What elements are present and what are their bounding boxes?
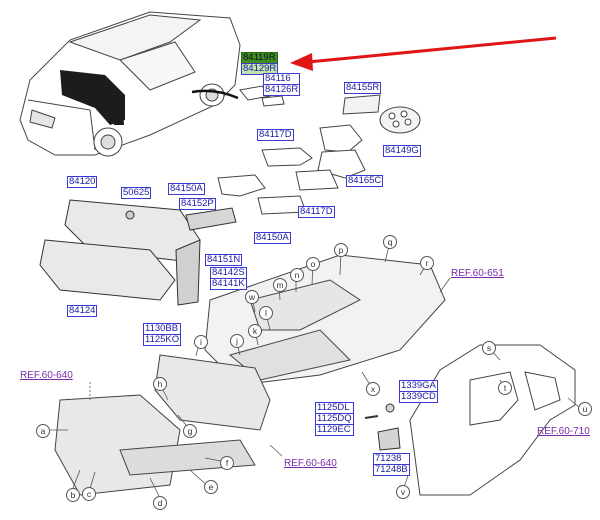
part-label-84150a-left[interactable]: 84150A <box>168 183 205 195</box>
callout-q[interactable]: q <box>383 235 397 249</box>
callout-d[interactable]: d <box>153 496 167 510</box>
part-label-1125dq[interactable]: 1125DQ <box>315 413 354 424</box>
ref-link-60-651[interactable]: REF.60-651 <box>451 268 504 279</box>
callout-w[interactable]: w <box>245 290 259 304</box>
label-group-84142s: 84142S 84141K <box>210 267 247 290</box>
callout-v[interactable]: v <box>396 485 410 499</box>
callout-a[interactable]: a <box>36 424 50 438</box>
side-body-panel <box>409 344 576 496</box>
part-label-50625[interactable]: 50625 <box>121 187 152 199</box>
callout-g[interactable]: g <box>183 424 197 438</box>
callout-u[interactable]: u <box>578 402 592 416</box>
part-label-1339cd[interactable]: 1339CD <box>399 391 438 403</box>
label-group-1339ga: 1339GA 1339CD <box>399 380 438 403</box>
part-label-84151n[interactable]: 84151N <box>205 254 243 266</box>
ref-link-60-640-left[interactable]: REF.60-640 <box>20 370 73 381</box>
callout-t[interactable]: t <box>498 381 512 395</box>
callout-f[interactable]: f <box>220 456 234 470</box>
part-label-84129r[interactable]: 84129R <box>241 63 279 75</box>
part-label-84117d-bottom[interactable]: 84117D <box>298 206 335 218</box>
part-label-84155r[interactable]: 84155R <box>344 82 382 94</box>
part-label-84124[interactable]: 84124 <box>67 305 98 317</box>
callout-l[interactable]: l <box>259 306 273 320</box>
callout-j[interactable]: j <box>230 334 244 348</box>
part-label-84116[interactable]: 84116 <box>263 73 301 84</box>
callout-r[interactable]: r <box>420 256 434 270</box>
part-label-84120[interactable]: 84120 <box>67 176 98 188</box>
part-label-84165c[interactable]: 84165C <box>346 175 384 187</box>
part-label-84142s[interactable]: 84142S <box>210 267 247 278</box>
floor-pads <box>217 124 366 215</box>
lower-pads <box>54 354 271 496</box>
part-label-1339ga[interactable]: 1339GA <box>399 380 438 391</box>
part-label-84152p[interactable]: 84152P <box>179 198 216 210</box>
callout-s[interactable]: s <box>482 341 496 355</box>
part-label-84149g[interactable]: 84149G <box>383 145 421 157</box>
part-label-84119r[interactable]: 84119R <box>241 52 279 63</box>
part-label-84126r[interactable]: 84126R <box>263 84 301 96</box>
callout-x[interactable]: x <box>366 382 380 396</box>
part-label-1125ko[interactable]: 1125KO <box>143 334 182 346</box>
label-group-1125dl: 1125DL 1125DQ 1129EC <box>315 402 354 436</box>
part-label-1130bb[interactable]: 1130BB <box>143 323 182 334</box>
callout-i[interactable]: i <box>194 335 208 349</box>
callout-o[interactable]: o <box>306 257 320 271</box>
bracket-71238 <box>364 403 401 451</box>
ref-link-60-710[interactable]: REF.60-710 <box>537 426 590 437</box>
label-group-84116: 84116 84126R <box>263 73 301 96</box>
car-insulation-dark <box>60 70 125 125</box>
callout-m[interactable]: m <box>273 278 287 292</box>
callout-c[interactable]: c <box>82 487 96 501</box>
part-label-1125dl[interactable]: 1125DL <box>315 402 354 413</box>
red-arrow <box>290 36 557 71</box>
part-label-84141k[interactable]: 84141K <box>210 278 247 290</box>
callout-e[interactable]: e <box>204 480 218 494</box>
part-label-71238[interactable]: 71238 <box>373 453 410 464</box>
part-label-84150a-bottom[interactable]: 84150A <box>254 232 291 244</box>
pointer-curve <box>191 89 239 100</box>
pad-84149g <box>379 106 421 134</box>
part-label-84117d-top[interactable]: 84117D <box>257 129 294 141</box>
label-group-71238: 71238 71248B <box>373 453 410 476</box>
ref-link-60-640-bottom[interactable]: REF.60-640 <box>284 458 337 469</box>
label-group-1130bb: 1130BB 1125KO <box>143 323 182 346</box>
label-group-84119r: 84119R 84129R <box>241 52 279 75</box>
callout-k[interactable]: k <box>248 324 262 338</box>
car-illustration <box>19 11 241 157</box>
floor-assembly <box>204 254 446 386</box>
callout-b[interactable]: b <box>66 488 80 502</box>
dash-panel <box>39 199 237 306</box>
callout-p[interactable]: p <box>334 243 348 257</box>
callout-h[interactable]: h <box>153 377 167 391</box>
part-label-1129ec[interactable]: 1129EC <box>315 424 354 436</box>
part-label-71248b[interactable]: 71248B <box>373 464 410 476</box>
callout-n[interactable]: n <box>290 268 304 282</box>
upper-pads <box>239 85 421 134</box>
